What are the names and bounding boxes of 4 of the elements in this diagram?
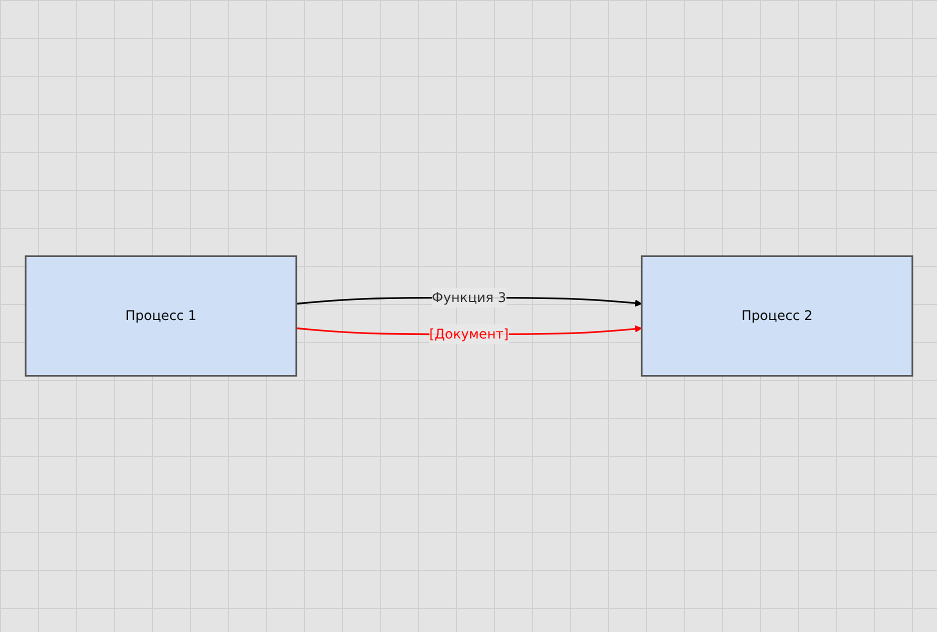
node-box: Процесс 1 bbox=[24, 255, 297, 377]
edge-label: Функция 3 bbox=[431, 289, 506, 306]
edge-label: [Документ] bbox=[428, 326, 508, 342]
node-box: Процесс 2 bbox=[640, 255, 913, 377]
